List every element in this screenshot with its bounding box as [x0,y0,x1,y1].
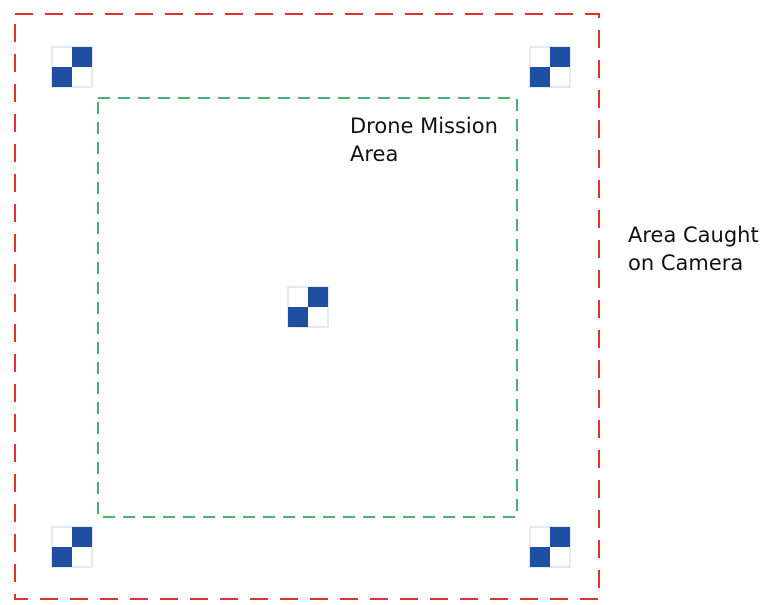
ground-control-target-center [287,286,329,328]
mission-area-label: Drone Mission Area [350,112,498,168]
camera-area-label: Area Caught on Camera [628,221,759,277]
target-quadrant-top-right [72,47,92,67]
ground-control-target-top-left [51,46,93,88]
mission-area-label-line2: Area [350,142,399,166]
camera-area-label-line2: on Camera [628,251,744,275]
target-quadrant-top-right [550,47,570,67]
camera-area-boundary [14,13,600,600]
ground-control-target-bottom-right [529,526,571,568]
target-quadrant-bottom-left [288,307,308,327]
target-quadrant-bottom-left [52,547,72,567]
target-quadrant-top-right [72,527,92,547]
camera-area-label-line1: Area Caught [628,223,759,247]
target-quadrant-bottom-left [530,547,550,567]
target-quadrant-bottom-left [52,67,72,87]
target-quadrant-bottom-left [530,67,550,87]
ground-control-targets [51,46,571,568]
target-quadrant-top-right [308,287,328,307]
target-quadrant-top-right [550,527,570,547]
mission-area-label-line1: Drone Mission [350,114,498,138]
ground-control-target-top-right [529,46,571,88]
mission-area-boundary [97,97,518,518]
ground-control-target-bottom-left [51,526,93,568]
